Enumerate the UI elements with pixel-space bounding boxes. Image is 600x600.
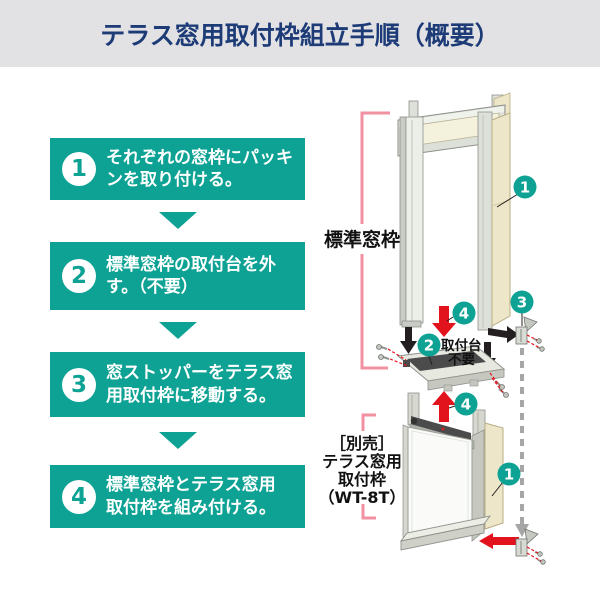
terrace-frame-model-label: （WT-8T） [320, 488, 405, 507]
marker-badge-1b: 1 [497, 462, 521, 486]
screw-icon [489, 372, 509, 398]
base-not-needed-label-line1: 取付台 [441, 337, 482, 354]
terrace-frame-bracket [361, 413, 376, 520]
standard-frame-label: 標準窓枠 [324, 228, 400, 251]
flow-arrow-down-icon [159, 322, 197, 339]
marker-leader-lines [428, 193, 523, 497]
marker-number: 4 [461, 396, 471, 414]
step-text: 標準窓枠の取付台を外 す。（不要） [106, 254, 276, 297]
terrace-frame-label-line1: テラス窓用 [322, 452, 402, 471]
marker-number: 4 [459, 305, 469, 323]
step-text: それぞれの窓枠にパッキ ンを取り付ける。 [106, 147, 293, 190]
marker-badge-1: 1 [513, 175, 537, 199]
flow-arrow-down-icon [159, 212, 197, 229]
step-text: 標準窓枠とテラス窓用 取付枠を組み付ける。 [106, 475, 276, 518]
terrace-frame-illustration [399, 392, 504, 551]
window-stopper-bottom [515, 528, 546, 565]
step-number-badge: 3 [62, 367, 96, 402]
red-arrow-down-icon [432, 306, 456, 337]
window-stopper-top [515, 316, 545, 352]
dashed-guide-line [515, 348, 529, 537]
step-number-badge: 2 [62, 259, 96, 293]
marker-badge-4: 4 [452, 301, 476, 325]
arrow-down-icon [400, 327, 417, 354]
marker-number: 3 [517, 294, 527, 312]
step-box-3: 3 窓ストッパーをテラス窓 用取付枠に移動する。 [50, 352, 305, 417]
step-number-badge: 4 [62, 479, 96, 514]
assembly-diagram: 1 3 4 2 4 1 標準窓枠 取付台 不要 ［別売］ テラス窓用 取付枠 （… [320, 92, 546, 565]
marker-badge-3: 3 [510, 290, 534, 314]
marker-number: 2 [424, 337, 434, 355]
red-arrow-up-icon [432, 391, 456, 422]
marker-badge-2: 2 [417, 333, 441, 357]
header: テラス窓用取付枠組立手順（概要） [0, 0, 600, 67]
screw-icon [376, 344, 409, 367]
flow-arrow-down-icon [159, 432, 197, 449]
page-title: テラス窓用取付枠組立手順（概要） [100, 20, 500, 50]
step-text: 窓ストッパーをテラス窓 用取付枠に移動する。 [106, 363, 293, 406]
standard-frame-bracket [360, 111, 390, 370]
step-box-1: 1 それぞれの窓枠にパッキ ンを取り付ける。 [50, 138, 305, 200]
step-box-2: 2 標準窓枠の取付台を外 す。（不要） [50, 242, 305, 310]
terrace-frame-label-line2: 取付枠 [338, 470, 386, 489]
red-arrow-left-icon [479, 533, 519, 549]
marker-badge-4b: 4 [454, 392, 478, 416]
sold-separately-label: ［別売］ [330, 434, 394, 453]
step-number-badge: 1 [62, 152, 96, 186]
standard-frame-illustration [397, 92, 511, 331]
marker-number: 1 [520, 179, 530, 197]
arrow-right-icon [488, 326, 519, 343]
step-box-4: 4 標準窓枠とテラス窓用 取付枠を組み付ける。 [50, 465, 305, 528]
base-not-needed-label-line2: 不要 [448, 352, 475, 368]
marker-number: 1 [504, 466, 514, 484]
